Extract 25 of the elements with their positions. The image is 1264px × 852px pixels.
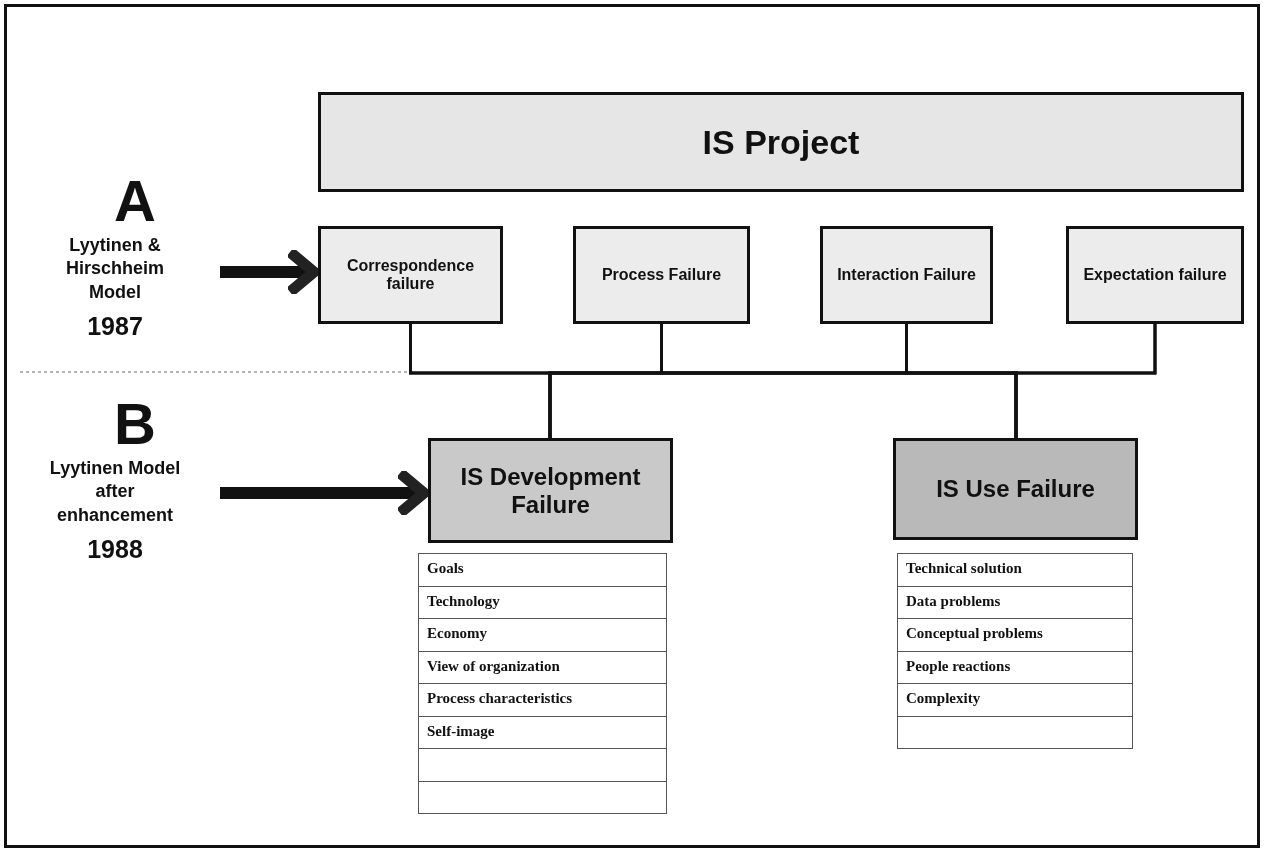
project-box: IS Project	[318, 92, 1244, 192]
list-item: Technical solution	[897, 553, 1133, 587]
list-item: Technology	[418, 585, 667, 619]
model-year: 1987	[86, 312, 144, 342]
list-item: Complexity	[897, 683, 1133, 717]
list-item: Goals	[418, 553, 667, 587]
failure-category-box: IS Use Failure	[893, 438, 1138, 540]
model-letter: A	[113, 172, 157, 230]
list-item: Process characteristics	[418, 683, 667, 717]
failure-category-box: IS Development Failure	[428, 438, 673, 543]
failure-box: Correspondence failure	[318, 226, 503, 324]
connector-line	[1014, 324, 1157, 438]
list-item: View of organization	[418, 650, 667, 684]
list-item: Economy	[418, 618, 667, 652]
model-name: Lyytinen & Hirschheim Model	[64, 234, 165, 304]
list-item: Data problems	[897, 585, 1133, 619]
failure-box: Expectation failure	[1066, 226, 1244, 324]
list-item: Conceptual problems	[897, 618, 1133, 652]
model-year: 1988	[86, 535, 144, 565]
failure-box: Process Failure	[573, 226, 750, 324]
failure-box: Interaction Failure	[820, 226, 993, 324]
list-item: People reactions	[897, 650, 1133, 684]
model-name: Lyytinen Model after enhancement	[48, 457, 182, 527]
list-item: Self-image	[418, 715, 667, 749]
model-letter: B	[113, 395, 157, 453]
